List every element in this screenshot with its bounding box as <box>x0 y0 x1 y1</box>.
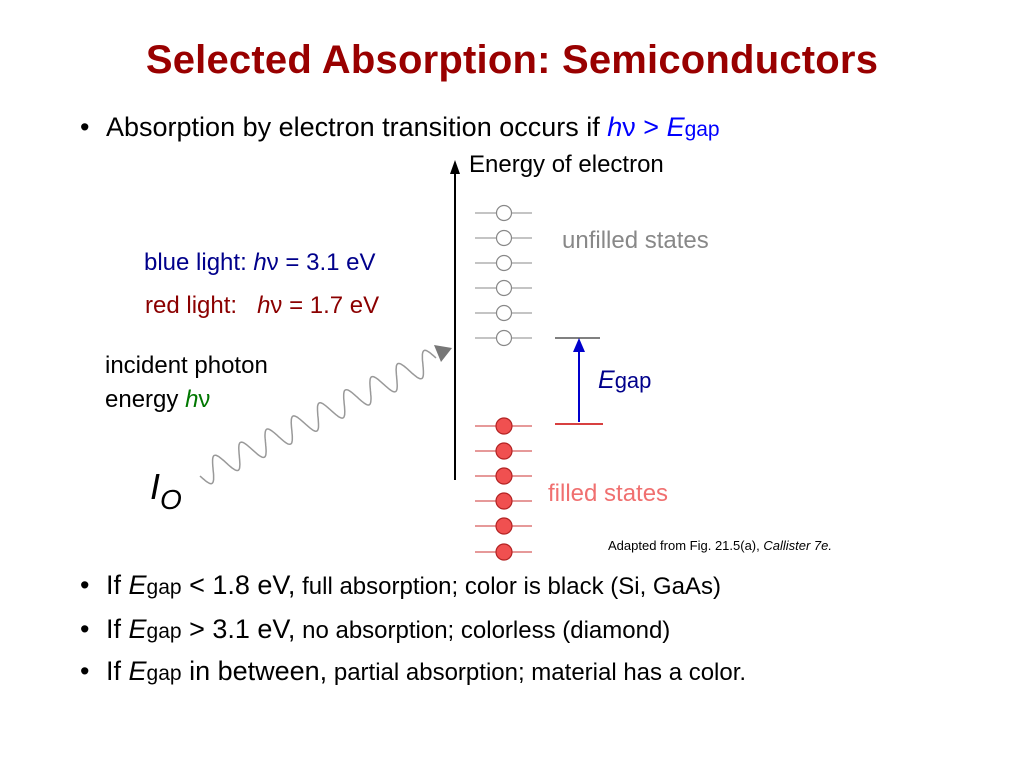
energy-axis-arrowhead <box>450 160 460 174</box>
red-light-energy: red light: hν = 1.7 eV <box>145 292 380 319</box>
slide-title: Selected Absorption: Semiconductors <box>145 38 879 82</box>
incident-photon-label-line2: energy hν <box>105 386 211 413</box>
egap-label: Egap <box>598 366 652 394</box>
bullet-dot: • <box>80 112 90 142</box>
filled-state-electron <box>495 543 513 561</box>
incident-photon-wave <box>199 349 437 485</box>
egap-arrowhead <box>573 338 585 352</box>
filled-state-electron <box>495 417 513 435</box>
bullet-egap-small: •If Egap < 1.8 eV, full absorption; colo… <box>80 570 721 600</box>
filled-state-electron <box>495 492 513 510</box>
filled-state-electron <box>495 467 513 485</box>
filled-state-electron <box>495 517 513 535</box>
filled-state-electron <box>495 442 513 460</box>
photon-arrowhead <box>434 345 452 362</box>
unfilled-states-group <box>475 204 532 347</box>
unfilled-state-hole <box>495 204 513 222</box>
incident-photon-label-line1: incident photon <box>105 352 268 379</box>
unfilled-state-hole <box>495 279 513 297</box>
energy-axis-label: Energy of electron <box>469 151 664 178</box>
unfilled-state-hole <box>495 304 513 322</box>
filled-states-label: filled states <box>548 480 669 507</box>
unfilled-states-label: unfilled states <box>562 227 709 254</box>
blue-light-energy: blue light: hν = 3.1 eV <box>144 249 376 276</box>
filled-states-group <box>475 417 532 561</box>
bullet-egap-between: •If Egap in between, partial absorption;… <box>80 656 747 686</box>
unfilled-state-hole <box>495 329 513 347</box>
unfilled-state-hole <box>495 229 513 247</box>
figure-credit: Adapted from Fig. 21.5(a), Callister 7e. <box>608 538 832 553</box>
incident-intensity-label: IO <box>150 466 182 515</box>
unfilled-state-hole <box>495 254 513 272</box>
bullet-egap-large: •If Egap > 3.1 eV, no absorption; colorl… <box>80 614 671 644</box>
bullet-absorption-condition: •Absorption by electron transition occur… <box>80 112 720 142</box>
